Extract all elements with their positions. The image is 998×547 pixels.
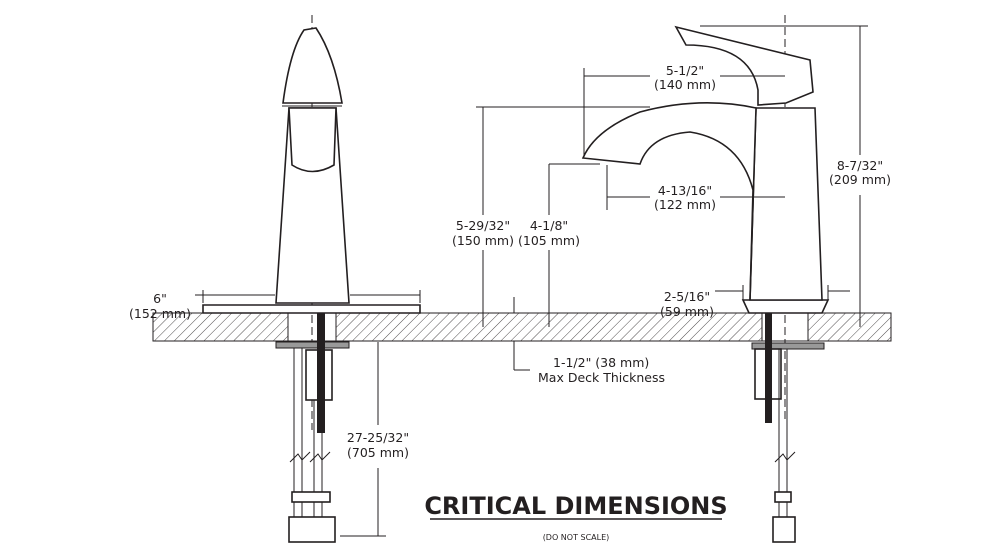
aerator-height-metric: (105 mm) — [518, 233, 580, 248]
aerator-reach-metric: (122 mm) — [654, 197, 716, 212]
countertop-deck — [152, 312, 892, 342]
deck-thickness-note: Max Deck Thickness — [538, 370, 665, 385]
aerator-reach-label: 4-13/16" — [658, 183, 712, 198]
aerator-height-label: 4-1/8" — [530, 218, 568, 233]
diagram-title: CRITICAL DIMENSIONS — [424, 492, 727, 520]
faucet-side-view — [581, 15, 830, 543]
overall-height-metric: (209 mm) — [829, 172, 891, 187]
base-width-metric: (59 mm) — [660, 304, 714, 319]
spout-reach-metric: (140 mm) — [654, 77, 716, 92]
deckplate-width-metric: (152 mm) — [129, 306, 191, 321]
dimension-lines — [195, 25, 868, 537]
spout-height-label: 5-29/32" — [456, 218, 510, 233]
overall-height-label: 8-7/32" — [837, 158, 883, 173]
deckplate-width-label: 6" — [153, 291, 167, 306]
faucet-front-view — [202, 15, 421, 543]
spout-reach-label: 5-1/2" — [666, 63, 704, 78]
supply-length-label: 27-25/32" — [347, 430, 409, 445]
supply-length-metric: (705 mm) — [347, 445, 409, 460]
diagram-subtitle: (DO NOT SCALE) — [543, 533, 610, 542]
deck-thickness-label: 1-1/2" (38 mm) — [553, 355, 649, 370]
spout-height-metric: (150 mm) — [452, 233, 514, 248]
base-width-label: 2-5/16" — [664, 289, 710, 304]
